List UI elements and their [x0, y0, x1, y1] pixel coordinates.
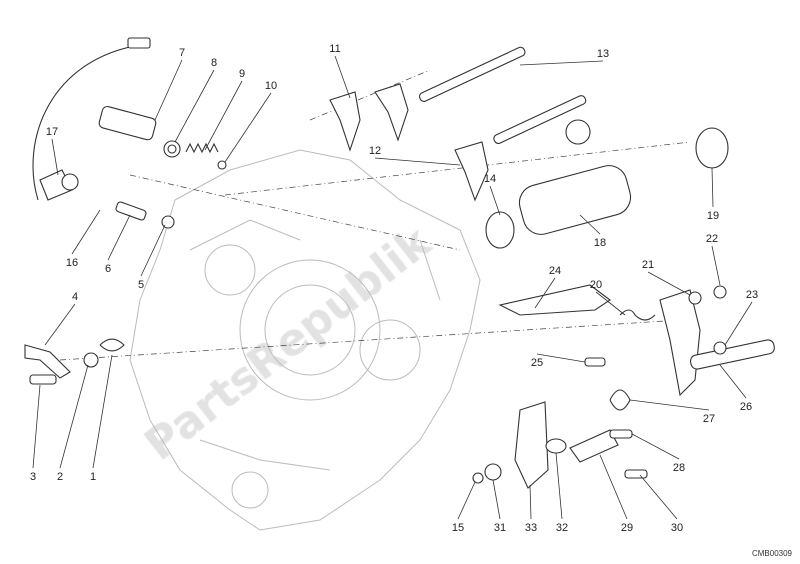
part-label-32[interactable]: 32 [556, 522, 568, 534]
drum-18 [518, 165, 632, 235]
part-label-8[interactable]: 8 [211, 57, 217, 69]
fork-11a [329, 91, 361, 152]
part-label-29[interactable]: 29 [621, 522, 633, 534]
part-label-31[interactable]: 31 [494, 522, 506, 534]
leader-line-1 [92, 354, 113, 469]
leader-line-25 [536, 353, 586, 363]
part-label-7[interactable]: 7 [179, 47, 185, 59]
leader-line-13 [519, 60, 604, 66]
leader-line-28 [631, 433, 680, 460]
leader-line-32 [555, 452, 563, 520]
leader-line-6 [107, 214, 131, 261]
part-label-25[interactable]: 25 [531, 357, 543, 369]
drawing-code: CMB00309 [751, 549, 792, 558]
leader-line-21 [647, 271, 691, 296]
leader-line-3 [32, 384, 41, 469]
leader-line-20 [595, 291, 626, 316]
part-label-11[interactable]: 11 [329, 43, 340, 55]
center-lines [59, 69, 691, 361]
leader-line-29 [599, 454, 628, 520]
part-label-3[interactable]: 3 [30, 471, 36, 483]
fork-11b [374, 83, 409, 142]
fork-12 [454, 141, 489, 202]
part-label-14[interactable]: 14 [484, 173, 496, 185]
part-label-9[interactable]: 9 [239, 68, 245, 80]
part-label-15[interactable]: 15 [452, 522, 464, 534]
leader-line-4 [44, 303, 76, 346]
part-labels: 1234567891011121314151617181920212223242… [30, 43, 758, 534]
leader-line-18 [579, 214, 601, 235]
leader-line-26 [719, 364, 747, 399]
part-label-23[interactable]: 23 [746, 289, 758, 301]
leader-line-5 [140, 224, 166, 277]
crankcase-outline [129, 149, 481, 531]
washer-14 [485, 211, 515, 249]
part-label-6[interactable]: 6 [105, 263, 111, 275]
lever-26 [659, 289, 701, 397]
leader-line-11 [334, 55, 351, 99]
leader-line-17 [51, 138, 59, 176]
leader-line-16 [71, 209, 101, 255]
bracket-4 [24, 344, 71, 379]
part-label-12[interactable]: 12 [369, 145, 381, 157]
part-label-24[interactable]: 24 [549, 265, 561, 277]
ring-19 [695, 127, 729, 169]
part-label-19[interactable]: 19 [707, 210, 719, 222]
leader-line-24 [534, 277, 556, 309]
rod-13 [418, 46, 526, 102]
part-label-10[interactable]: 10 [265, 80, 277, 92]
part-label-16[interactable]: 16 [66, 257, 78, 269]
part-label-18[interactable]: 18 [594, 237, 606, 249]
leader-line-9 [204, 80, 243, 151]
leader-line-10 [224, 92, 272, 163]
part-label-33[interactable]: 33 [525, 522, 537, 534]
plate-24 [498, 284, 611, 316]
part-label-13[interactable]: 13 [597, 48, 609, 60]
leader-line-12 [374, 157, 461, 166]
sensor-wire [32, 44, 141, 201]
leader-line-14 [489, 185, 501, 216]
part-label-2[interactable]: 2 [57, 471, 63, 483]
part-label-22[interactable]: 22 [706, 233, 718, 245]
part-label-26[interactable]: 26 [740, 401, 752, 413]
part-label-27[interactable]: 27 [703, 413, 715, 425]
part-label-20[interactable]: 20 [590, 279, 602, 291]
leader-line-27 [629, 399, 710, 411]
parts [24, 37, 775, 489]
leader-line-30 [639, 474, 678, 520]
part-label-4[interactable]: 4 [72, 291, 78, 303]
part-label-21[interactable]: 21 [642, 259, 654, 271]
part-label-1[interactable]: 1 [90, 471, 96, 483]
plug-7 [98, 105, 157, 141]
leader-line-15 [457, 481, 476, 520]
leader-line-7 [154, 59, 183, 121]
gear-icon-watermark [565, 119, 591, 145]
leader-line-2 [59, 364, 89, 469]
plate-33 [514, 401, 549, 489]
leader-line-19 [711, 167, 714, 208]
connector [127, 37, 151, 49]
part-label-30[interactable]: 30 [671, 522, 683, 534]
part-label-17[interactable]: 17 [46, 126, 58, 138]
part-label-5[interactable]: 5 [138, 279, 144, 291]
leader-line-31 [492, 479, 501, 520]
part-label-28[interactable]: 28 [673, 462, 685, 474]
leader-line-8 [174, 69, 215, 143]
leader-line-23 [724, 301, 753, 346]
leader-line-22 [711, 245, 721, 286]
leader-line-33 [529, 484, 532, 520]
leader-lines [32, 55, 753, 520]
